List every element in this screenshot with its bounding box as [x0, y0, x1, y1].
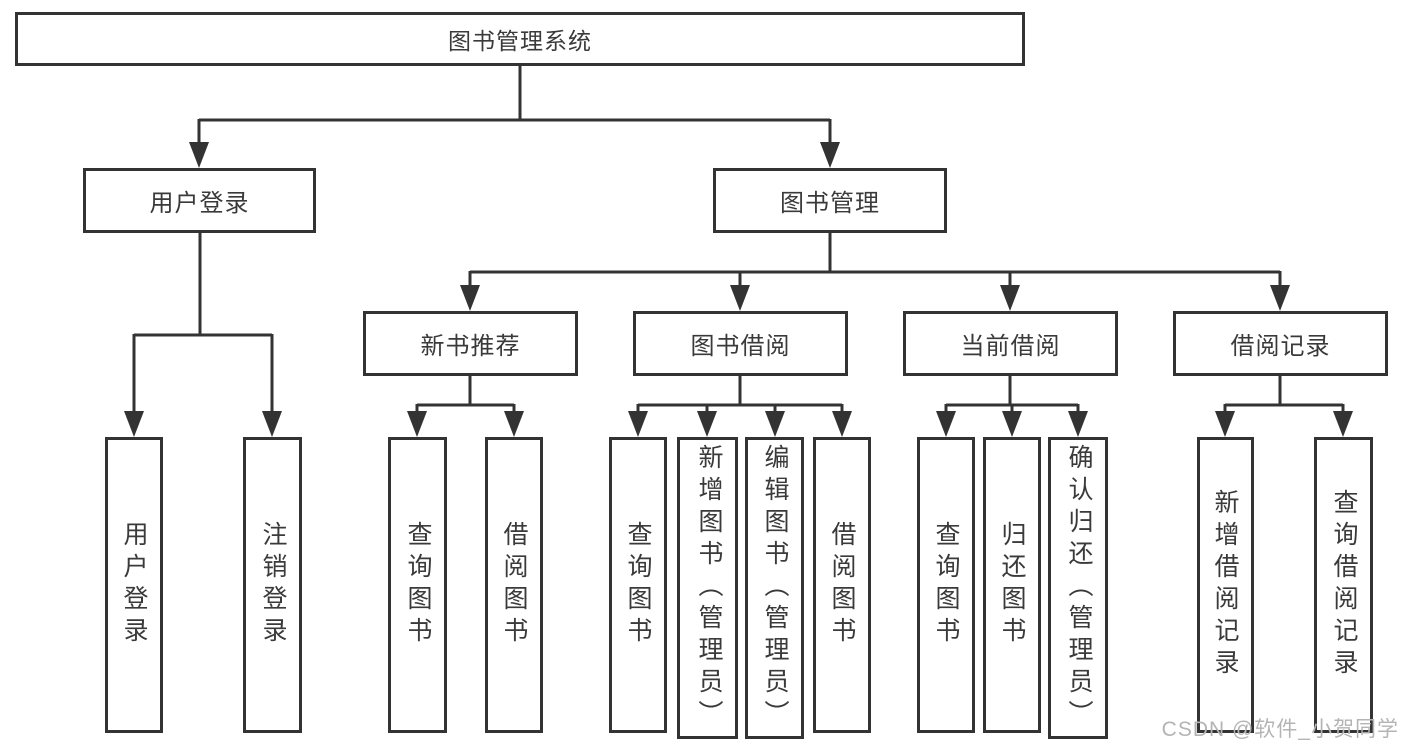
node-user-login: 用户登录 — [83, 168, 316, 233]
leaf-logout: 注销登录 — [243, 437, 302, 733]
leaf-confirm-return-admin: 确认归还（管理员） — [1048, 437, 1108, 739]
leaf-search-books-recommend: 查询图书 — [388, 437, 447, 733]
node-library-management-system: 图书管理系统 — [15, 12, 1025, 66]
leaf-add-borrow-record: 新增借阅记录 — [1197, 437, 1254, 733]
node-new-book-recommendation: 新书推荐 — [363, 311, 578, 376]
node-current-borrowing: 当前借阅 — [903, 311, 1118, 376]
leaf-search-books-borrowing: 查询图书 — [609, 437, 667, 733]
leaf-borrow-books: 借阅图书 — [813, 437, 871, 733]
node-book-borrowing: 图书借阅 — [633, 311, 848, 376]
leaf-search-books-current: 查询图书 — [917, 437, 975, 733]
node-borrowing-records: 借阅记录 — [1173, 311, 1388, 376]
watermark: CSDN @软件_小贺同学 — [1161, 718, 1399, 741]
leaf-borrow-books-recommend: 借阅图书 — [485, 437, 543, 733]
leaf-search-borrow-record: 查询借阅记录 — [1314, 437, 1373, 733]
leaf-user-login: 用户登录 — [105, 437, 163, 733]
leaf-return-books: 归还图书 — [983, 437, 1041, 733]
leaf-add-books-admin: 新增图书（管理员） — [677, 437, 738, 739]
node-book-management: 图书管理 — [713, 168, 947, 233]
leaf-edit-books-admin: 编辑图书（管理员） — [745, 437, 804, 739]
